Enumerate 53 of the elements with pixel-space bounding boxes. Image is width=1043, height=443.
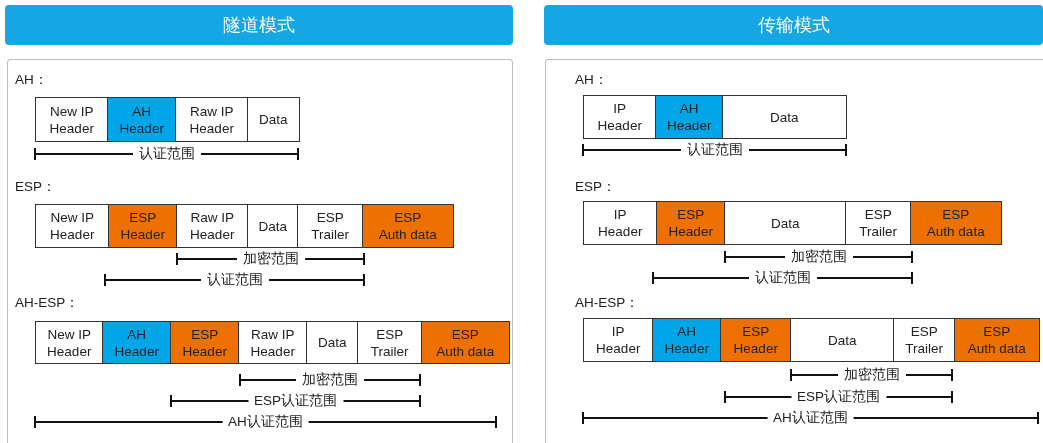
packet-field: IP Header [583,95,657,139]
packet-field: ESP Trailer [297,204,364,248]
packet-field: Data [247,97,300,142]
packet-field: ESP Auth data [954,318,1040,362]
range-label: ESP认证范围 [248,393,343,409]
range-label: AH认证范围 [222,414,309,430]
section-label: AH-ESP： [15,295,80,311]
mode-title-bar: 隧道模式 [5,5,513,45]
packet-field: ESP Auth data [421,321,510,364]
mode-title-bar: 传输模式 [544,5,1043,45]
packet-field: ESP Trailer [845,201,912,245]
packet-field: AH Header [652,318,722,362]
packet-field: Data [247,204,299,248]
section-label: AH： [575,72,608,88]
section-label: ESP： [575,179,616,195]
packet-field: Data [722,95,847,139]
range-label: 认证范围 [680,142,749,158]
packet-field: Data [306,321,359,364]
packet-field: AH Header [102,321,172,364]
packet-field: ESP Auth data [362,204,454,248]
range-label: 加密范围 [296,372,364,388]
range-label: 加密范围 [784,249,853,265]
packet-field: New IP Header [35,97,109,142]
range-label: 认证范围 [748,270,817,286]
packet-field: ESP Header [108,204,178,248]
mode-panel [7,59,513,443]
packet-field: ESP Header [720,318,792,362]
packet-field: IP Header [583,318,654,362]
section-label: ESP： [15,179,56,195]
range-label: 认证范围 [200,272,269,288]
packet-field: New IP Header [35,204,110,248]
packet-field: IP Header [583,201,658,245]
packet-field: ESP Header [170,321,240,364]
range-label: 加密范围 [837,367,906,383]
range-label: AH认证范围 [767,410,854,426]
packet-field: ESP Trailer [893,318,956,362]
packet-field: Data [724,201,847,245]
section-label: AH： [15,72,48,88]
range-label: 加密范围 [236,251,305,267]
mode-panel [545,59,1043,443]
packet-field: Data [790,318,895,362]
range-label: ESP认证范围 [791,389,886,405]
packet-field: ESP Trailer [357,321,423,364]
packet-field: Raw IP Header [238,321,308,364]
packet-field: New IP Header [35,321,104,364]
range-label: 认证范围 [132,146,201,162]
section-label: AH-ESP： [575,295,640,311]
packet-field: AH Header [107,97,177,142]
packet-field: Raw IP Header [176,204,249,248]
packet-field: AH Header [655,95,724,139]
packet-field: ESP Auth data [910,201,1002,245]
packet-field: Raw IP Header [175,97,249,142]
packet-field: ESP Header [656,201,726,245]
